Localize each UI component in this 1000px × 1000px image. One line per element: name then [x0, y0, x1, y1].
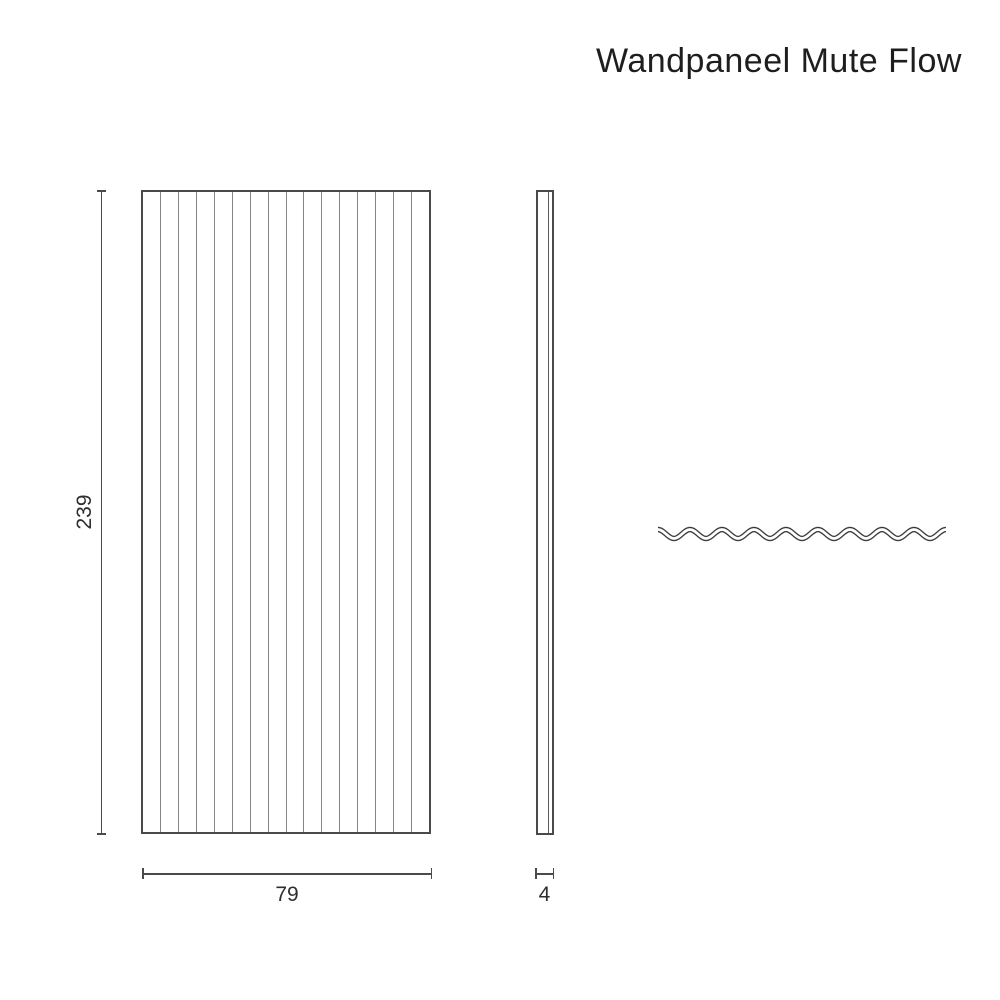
height-dimension-cap-top [97, 190, 106, 192]
flute-line [231, 192, 233, 832]
width-dimension-tick-right [430, 868, 432, 879]
drawing-title: Wandpaneel Mute Flow [596, 42, 962, 80]
flute-line [303, 192, 305, 832]
panel-front-view [141, 190, 431, 834]
thickness-dimension-label: 4 [538, 883, 551, 906]
height-dimension-line [100, 191, 102, 834]
width-dimension-tick-left [142, 868, 144, 879]
flute-line [214, 192, 215, 832]
flute-line [410, 192, 412, 832]
flute-line [339, 192, 341, 832]
flute-line [374, 192, 376, 832]
side-face-line [547, 192, 549, 833]
width-dimension-label: 79 [275, 883, 299, 906]
flute-line [285, 192, 287, 832]
flute-line [196, 192, 198, 832]
flute-line [249, 192, 251, 832]
flute-line [357, 192, 358, 832]
flute-line [392, 192, 394, 832]
flute-line [178, 192, 180, 832]
wave-profile-icon [657, 526, 947, 542]
thickness-dimension-tick-left [535, 868, 537, 879]
panel-side-view [536, 190, 554, 835]
flute-line [160, 192, 162, 832]
height-dimension-cap-bottom [97, 833, 106, 835]
width-dimension-line [142, 873, 432, 875]
flute-line [267, 192, 269, 832]
thickness-dimension-line [535, 873, 554, 875]
height-dimension-label: 239 [73, 494, 96, 530]
thickness-dimension-tick-right [552, 868, 554, 879]
flute-line [321, 192, 323, 832]
